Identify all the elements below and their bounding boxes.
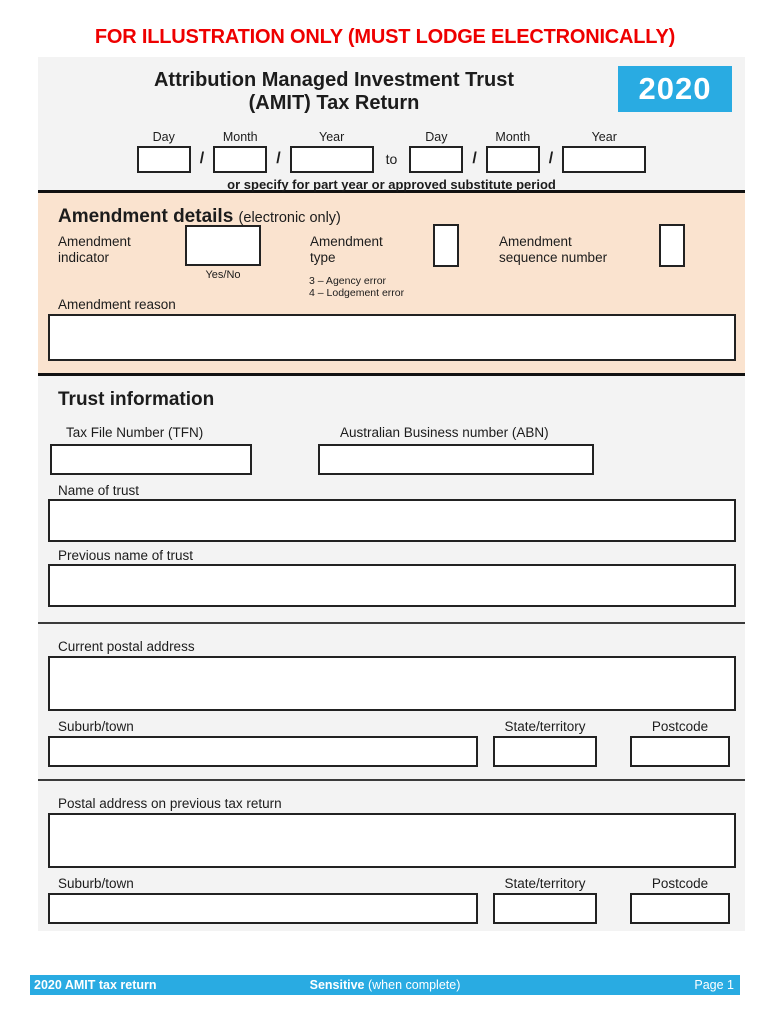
state-territory-label: State/territory — [504, 876, 586, 891]
period-to-month: Month — [485, 130, 540, 173]
date-separator: / — [199, 150, 205, 167]
year-label: Year — [319, 130, 345, 144]
previous-trust-name-label: Previous name of trust — [58, 548, 194, 563]
section-divider — [38, 779, 745, 781]
current-postal-address-input[interactable] — [48, 656, 736, 711]
section-divider — [38, 622, 745, 624]
form-sheet: Attribution Managed Investment Trust (AM… — [38, 57, 745, 931]
amendment-sequence-input[interactable] — [659, 224, 685, 267]
suburb-town-label: Suburb/town — [58, 876, 134, 891]
date-separator: / — [276, 150, 281, 167]
amendment-type-input[interactable] — [433, 224, 459, 267]
page-footer: 2020 AMIT tax return Sensitive (when com… — [30, 975, 740, 995]
trust-information-section: Trust information Tax File Number (TFN) … — [38, 376, 745, 622]
previous-postcode-input[interactable] — [630, 893, 730, 924]
period-from-month: Month — [213, 130, 268, 173]
footer-sensitivity: Sensitive (when complete) — [30, 978, 740, 992]
form-header-section: Attribution Managed Investment Trust (AM… — [38, 57, 745, 192]
amendment-sequence-label: Amendment sequence number — [499, 234, 608, 265]
postcode-label: Postcode — [651, 876, 709, 891]
amendment-indicator-hint: Yes/No — [205, 269, 241, 281]
amendment-heading: Amendment details (electronic only) — [58, 206, 341, 228]
amendment-type-options: 3 – Agency error 4 – Lodgement error — [309, 275, 404, 299]
current-postal-address-label: Current postal address — [58, 639, 195, 654]
footer-sensitive-note: (when complete) — [364, 978, 461, 992]
previous-postal-address-section: Postal address on previous tax return Su… — [38, 781, 745, 931]
state-territory-label: State/territory — [504, 719, 586, 734]
period-to-month-input[interactable] — [485, 146, 540, 173]
abn-input[interactable] — [318, 444, 594, 475]
period-from-day-input[interactable] — [136, 146, 191, 173]
footer-sensitive-label: Sensitive — [309, 978, 365, 992]
amendment-reason-input[interactable] — [48, 314, 736, 361]
current-state-input[interactable] — [493, 736, 597, 767]
period-to-label: to — [385, 151, 398, 167]
current-postcode-input[interactable] — [630, 736, 730, 767]
day-label: Day — [152, 130, 175, 144]
tfn-label: Tax File Number (TFN) — [66, 425, 204, 440]
period-to-year-input[interactable] — [562, 146, 647, 173]
amendment-details-section: Amendment details (electronic only) Amen… — [38, 193, 745, 373]
amendment-type-label: Amendment type — [310, 234, 383, 265]
form-title-line2: (AMIT) Tax Return — [248, 92, 420, 114]
year-label: Year — [591, 130, 617, 144]
date-separator: / — [472, 150, 477, 167]
previous-suburb-input[interactable] — [48, 893, 478, 924]
amendment-reason-label: Amendment reason — [58, 297, 176, 312]
period-of-return: Day / Month / Year to Day / — [38, 130, 745, 192]
period-from-month-input[interactable] — [213, 146, 268, 173]
period-note: or specify for part year or approved sub… — [227, 177, 556, 192]
current-postal-address-section: Current postal address Suburb/town State… — [38, 624, 745, 779]
period-to-day-input[interactable] — [409, 146, 464, 173]
day-label: Day — [425, 130, 448, 144]
year-badge: 2020 — [618, 66, 732, 112]
period-from-year-input[interactable] — [289, 146, 374, 173]
previous-state-input[interactable] — [493, 893, 597, 924]
suburb-town-label: Suburb/town — [58, 719, 134, 734]
abn-label: Australian Business number (ABN) — [340, 425, 549, 440]
trust-name-label: Name of trust — [58, 483, 140, 498]
period-to-year: Year — [562, 130, 647, 173]
tfn-input[interactable] — [50, 444, 252, 475]
postcode-label: Postcode — [651, 719, 709, 734]
amendment-heading-text: Amendment details — [58, 206, 234, 227]
period-to-day: Day — [409, 130, 464, 173]
footer-form-name: 2020 AMIT tax return — [34, 978, 157, 992]
month-label: Month — [495, 130, 531, 144]
date-separator: / — [548, 150, 554, 167]
amendment-indicator-label: Amendment indicator — [58, 234, 131, 265]
period-from-year: Year — [289, 130, 374, 173]
form-title: Attribution Managed Investment Trust (AM… — [38, 69, 630, 115]
trust-information-heading: Trust information — [58, 389, 215, 410]
illustration-warning: FOR ILLUSTRATION ONLY (MUST LODGE ELECTR… — [94, 26, 676, 48]
section-divider — [38, 190, 745, 193]
amendment-heading-note: (electronic only) — [238, 210, 341, 226]
form-title-line1: Attribution Managed Investment Trust — [153, 69, 515, 91]
previous-postal-address-input[interactable] — [48, 813, 736, 868]
section-divider — [38, 373, 745, 376]
period-date-row: Day / Month / Year to Day / — [38, 130, 745, 173]
footer-page-number: Page 1 — [694, 978, 734, 992]
period-from-day: Day — [136, 130, 191, 173]
previous-trust-name-input[interactable] — [48, 564, 736, 607]
current-suburb-input[interactable] — [48, 736, 478, 767]
amendment-indicator-input[interactable] — [185, 225, 261, 266]
previous-postal-address-label: Postal address on previous tax return — [58, 796, 282, 811]
amendment-type-option-4: 4 – Lodgement error — [309, 287, 405, 299]
trust-name-input[interactable] — [48, 499, 736, 542]
amendment-type-option-3: 3 – Agency error — [309, 275, 387, 287]
month-label: Month — [222, 130, 258, 144]
